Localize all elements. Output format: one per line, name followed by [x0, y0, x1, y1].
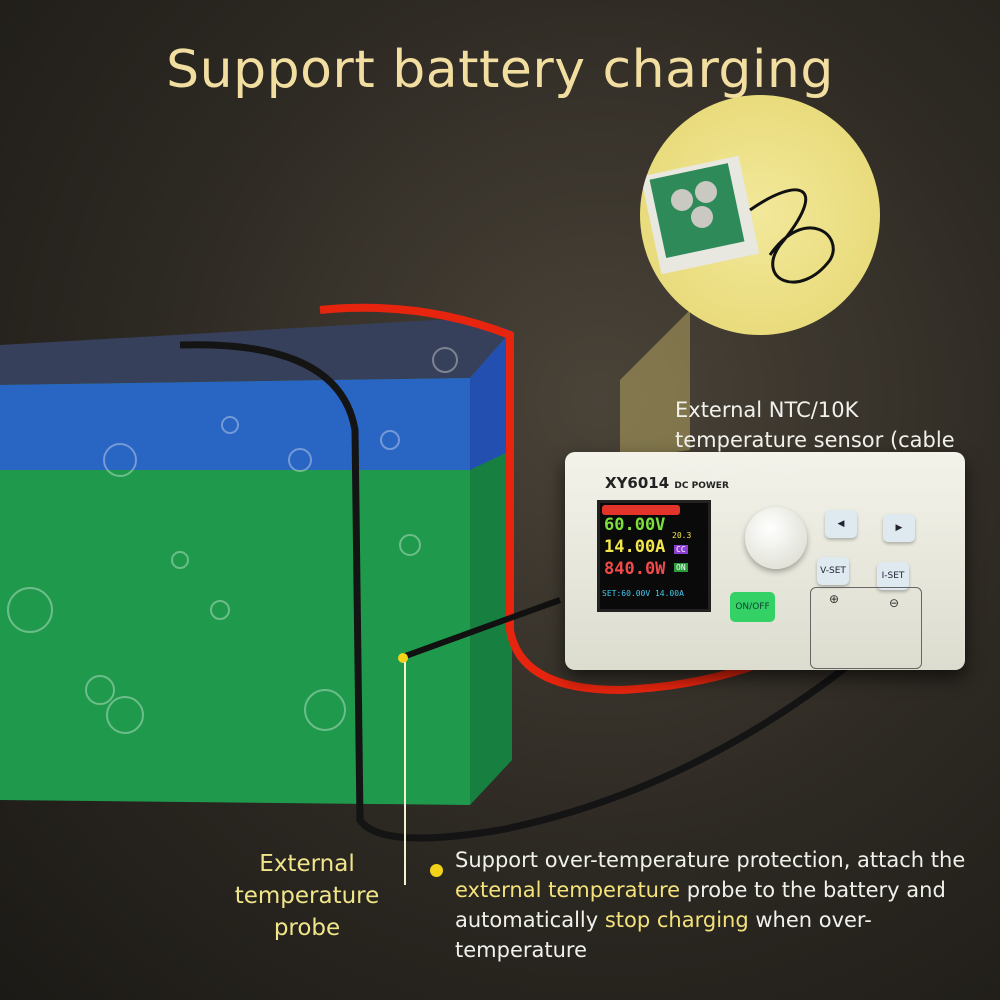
text-part: probe to the battery and automatically: [455, 878, 946, 932]
voltage-readout: 60.00V: [604, 515, 666, 535]
protection-description: Support over-temperature protection, att…: [455, 845, 995, 965]
probe-marker: [398, 653, 408, 663]
bullet-icon: [430, 864, 443, 877]
temperature-readout: 20.3: [672, 531, 692, 540]
sensor-caption: External NTC/10K temperature sensor (cab…: [675, 398, 955, 482]
mode-badge: CC: [674, 545, 688, 554]
inset-beam: [620, 310, 690, 460]
right-button[interactable]: ▶: [883, 514, 915, 542]
left-button[interactable]: ◀: [825, 510, 857, 538]
battery-top: [0, 318, 512, 390]
i-set-button[interactable]: I-SET: [877, 562, 909, 590]
text-highlight: external temperature: [455, 878, 681, 902]
output-badge: ON: [674, 563, 688, 572]
sensor-inset-circle: [640, 95, 880, 335]
on-off-button[interactable]: ON/OFF: [730, 592, 775, 622]
rotary-knob[interactable]: [745, 507, 807, 569]
minus-terminal-icon: ⊖: [889, 596, 900, 610]
v-set-button[interactable]: V-SET: [817, 557, 849, 585]
power-readout: 840.0W: [604, 559, 666, 579]
black-wire: [179, 341, 883, 842]
xy6014-power-supply: XY6014 DC POWER 60.00V 14.00A 840.0W 20.…: [565, 452, 965, 670]
text-part: Support over-temperature protection, att…: [455, 848, 966, 872]
battery-side-water: [470, 330, 512, 470]
current-readout: 14.00A: [604, 537, 666, 557]
battery-water: [0, 378, 470, 470]
output-terminals: ⊕ ⊖: [810, 587, 922, 669]
model-label: XY6014: [605, 474, 670, 492]
sensor-cable: [749, 188, 835, 284]
probe-label: External temperature probe: [234, 851, 380, 941]
lcd-screen: 60.00V 14.00A 840.0W 20.3 CC ON SET:60.0…: [597, 500, 711, 612]
red-wire: [319, 303, 833, 695]
subtitle-label: DC POWER: [674, 481, 729, 491]
device-brand: XY6014 DC POWER: [605, 474, 729, 492]
temperature-probe-cable: [398, 597, 562, 661]
text-highlight: stop charging: [604, 908, 749, 932]
text-part: when over-temperature: [455, 908, 872, 962]
set-line: SET:60.00V 14.00A: [602, 589, 684, 598]
bubbles: [7, 347, 458, 734]
status-bar: [602, 505, 680, 515]
page-title: Support battery charging: [166, 40, 834, 100]
plus-terminal-icon: ⊕: [829, 592, 840, 606]
